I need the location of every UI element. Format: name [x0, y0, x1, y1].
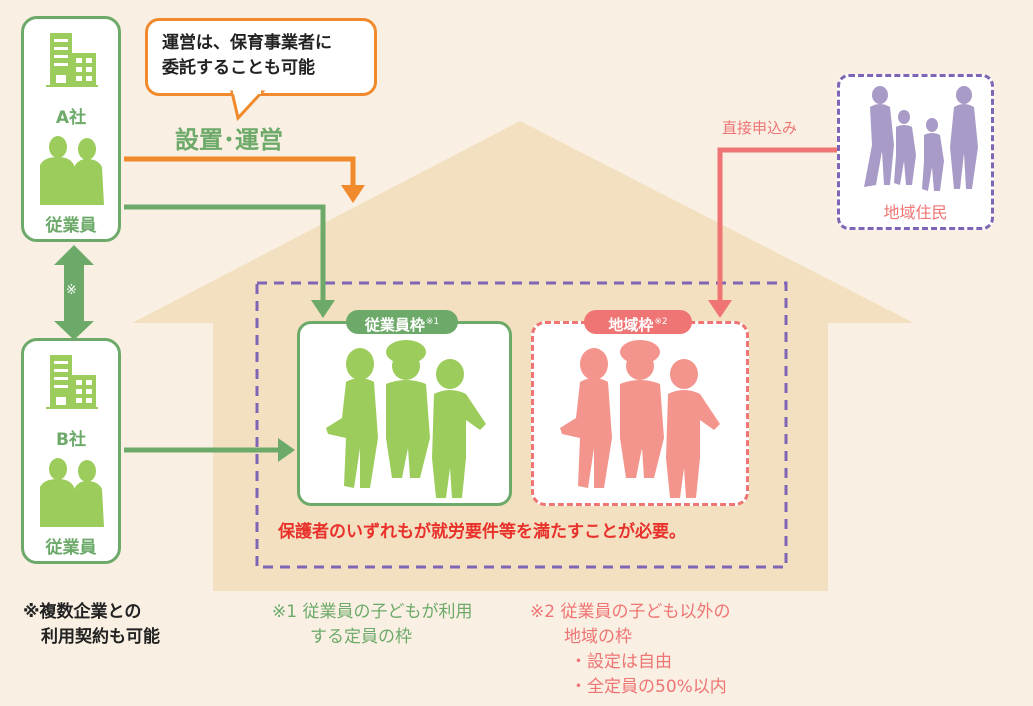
multi-company-note-line-2: 利用契約も可能	[41, 627, 160, 647]
employee-quota-badge: 従業員枠※1	[346, 310, 458, 334]
footnote-1: ※1 従業員の子どもが利用 する定員の枠	[272, 600, 472, 650]
employees-icon	[40, 136, 104, 205]
footnote-2: ※2 従業員の子ども以外の 地域の枠 ・設定は自由 ・全定員の50%以内	[530, 600, 730, 700]
setup-arrow-line	[124, 156, 356, 185]
company-link-arrow-up	[54, 245, 94, 265]
company-a-arrow-head	[311, 300, 335, 318]
building-icon	[46, 355, 98, 409]
local-residents-label: 地域住民	[883, 203, 948, 222]
nursery-boundary	[255, 281, 788, 569]
company-b-box: B社 従業員	[21, 338, 121, 564]
setup-arrow-head	[341, 185, 365, 203]
company-a-name: A社	[55, 108, 87, 128]
footnote-2-line-1: ※2 従業員の子ども以外の	[530, 602, 731, 622]
direct-arrow-head	[708, 300, 732, 318]
company-link-bar	[64, 263, 84, 323]
building-icon	[46, 33, 98, 87]
bubble-line-2: 委託することも可能	[162, 58, 315, 78]
multi-company-note-line-1: ※複数企業との	[23, 602, 142, 622]
footnote-2-line-2: 地域の枠	[564, 627, 632, 647]
company-a-arrow-line	[124, 204, 326, 300]
company-b-name: B社	[56, 430, 86, 450]
company-a-box: A社 従業員	[21, 16, 121, 242]
company-link-mark: ※	[66, 283, 77, 298]
footnote-1-line-2: する定員の枠	[310, 627, 412, 647]
employee-quota-note-ref: ※1	[425, 317, 440, 327]
company-b-employees-label: 従業員	[45, 538, 97, 558]
children-icon	[326, 340, 486, 498]
regional-quota-frame	[531, 321, 749, 506]
outsourcing-bubble: 運営は、保育事業者に 委託することも可能	[145, 18, 377, 96]
footnote-2-bullet-1: ・設定は自由	[570, 652, 672, 672]
regional-quota-badge: 地域枠※2	[584, 310, 692, 334]
company-a-employees-label: 従業員	[45, 216, 97, 236]
regional-quota-label: 地域枠	[608, 316, 654, 334]
footnote-1-line-1: ※1 従業員の子どもが利用	[272, 602, 473, 622]
bubble-line-1: 運営は、保育事業者に	[162, 33, 332, 53]
local-residents-box: 地域住民	[837, 74, 994, 230]
company-link-arrow-down	[54, 321, 94, 340]
setup-operation-label: 設置･運営	[175, 126, 283, 154]
multi-company-note: ※複数企業との 利用契約も可能	[23, 600, 160, 650]
direct-arrow-line	[717, 147, 837, 300]
regional-quota-note-ref: ※2	[654, 317, 668, 327]
employment-requirement-text: 保護者のいずれもが就労要件等を満たすことが必要。	[278, 522, 686, 542]
footnote-2-bullet-2: ・全定員の50%以内	[570, 677, 727, 697]
employee-quota-frame	[297, 321, 512, 506]
direct-application-label: 直接申込み	[722, 119, 798, 137]
family-icon	[864, 86, 978, 191]
company-b-arrow-head	[278, 438, 295, 462]
employees-icon	[40, 458, 104, 527]
children-icon	[560, 340, 720, 498]
employee-quota-label: 従業員枠	[364, 316, 425, 334]
